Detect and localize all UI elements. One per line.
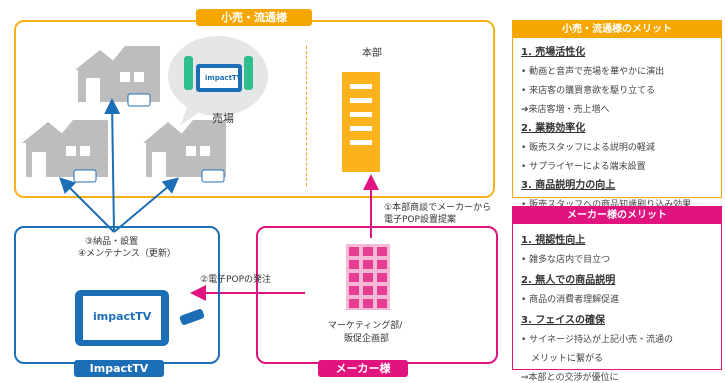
retail-merit-result: ➔来店客増・売上増へ [521, 105, 610, 115]
tablet-icon [73, 93, 225, 183]
retail-merit-item: 販売スタッフへの商品知識刷り込み効果 [529, 200, 692, 210]
proposal-label-1: ①本部商談でメーカーから [384, 203, 492, 213]
building-icon [346, 244, 390, 310]
maker-merit-result: ⇒本部との交渉が優位に [521, 373, 619, 383]
retail-divider [306, 46, 307, 186]
shop-icon [22, 120, 108, 177]
salesfloor-screen-brand: impactTV [205, 74, 243, 82]
maker-merit-title: 3. フェイスの確保 [521, 315, 605, 326]
maker-dept-1: マーケティング部/ [328, 321, 403, 331]
maker-merit-title: 1. 視認性向上 [521, 235, 586, 246]
retail-merit-item: 来店客の購買意欲を駆り立てる [529, 86, 656, 96]
retail-merit-item: 販売スタッフによる説明の軽減 [529, 143, 655, 153]
maker-merit-item: 雑多な店内で目立つ [529, 255, 611, 265]
retail-merit-item: サプライヤーによる端末設置 [529, 162, 646, 172]
delivery-label: ③納品・設置 [85, 237, 139, 247]
maintenance-label: ④メンテナンス（更新） [78, 249, 176, 259]
impacttv-tablet-brand: impactTV [93, 310, 152, 323]
retail-merit-title: 3. 商品説明力の向上 [521, 180, 616, 191]
shop-icon [143, 120, 226, 177]
retail-title: 小売・流通様 [196, 9, 312, 26]
impacttv-tablet: impactTV [75, 290, 169, 346]
salesfloor-label: 売場 [212, 112, 234, 125]
maker-merits-header: メーカー様のメリット [513, 207, 721, 224]
maker-merit-item: 商品の消費者理解促進 [529, 295, 620, 305]
retail-merit-title: 1. 売場活性化 [521, 47, 586, 58]
maker-merit-item: メリットに繋がる [531, 354, 604, 364]
hq-label: 本部 [362, 48, 382, 59]
hq-document-icon [342, 72, 380, 172]
maker-merit-title: 2. 無人での商品説明 [521, 275, 616, 286]
retail-merits-header: 小売・流通様のメリット [513, 21, 721, 38]
retail-merit-item: 動画と音声で売場を華やかに演出 [529, 67, 665, 77]
retail-merits-panel: 小売・流通様のメリット 1. 売場活性化 • 動画と音声で売場を華やかに演出 •… [512, 20, 722, 210]
maker-merits-panel: メーカー様のメリット 1. 視認性向上 • 雑多な店内で目立つ 2. 無人での商… [512, 206, 722, 383]
shop-icon [75, 46, 160, 102]
retail-merit-title: 2. 業務効率化 [521, 123, 586, 134]
maker-dept-2: 販促企画部 [344, 334, 390, 344]
maker-merit-item: サイネージ持込が上記小売・流通の [529, 335, 673, 345]
shops-illustration [22, 36, 390, 310]
impacttv-title: ImpactTV [74, 360, 164, 377]
proposal-label-2: 電子POP設置提案 [384, 215, 456, 225]
maker-title: メーカー様 [318, 360, 408, 377]
order-label: ②電子POPの発注 [200, 275, 272, 285]
salesfloor-bubble [168, 36, 268, 126]
